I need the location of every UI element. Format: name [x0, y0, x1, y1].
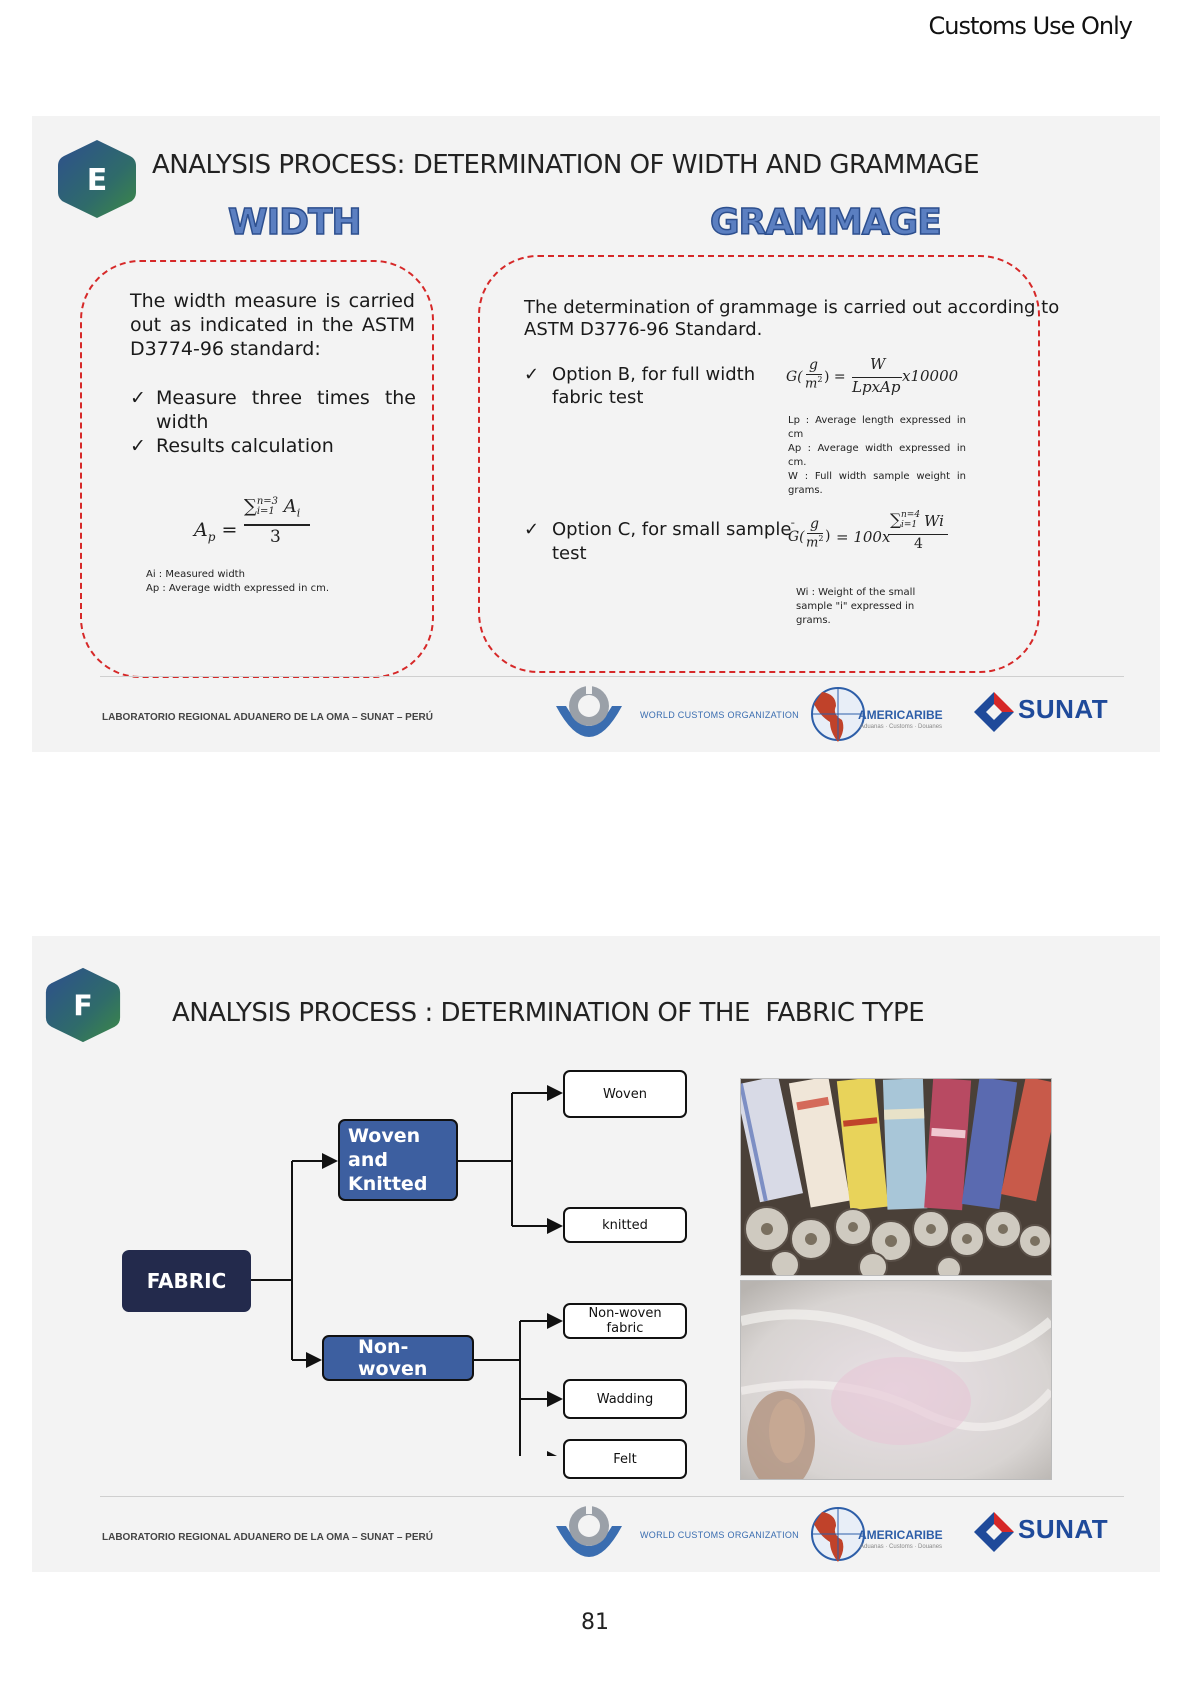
width-legend-ap: Ap : Average width expressed in cm.	[146, 583, 329, 594]
grammage-heading: GRAMMAGE	[709, 201, 942, 244]
legend-lp: Lp : Average length expressed in cm Ap :…	[788, 415, 966, 496]
customs-use-only-note: Customs Use Only	[928, 12, 1133, 40]
legend-wi: Wi : Weight of the small sample "i" expr…	[796, 587, 916, 626]
sunat-logo-icon	[974, 692, 1014, 732]
americaribe-subtitle: Aduanas · Customs · Douanes	[860, 724, 943, 730]
americaribe-globe-icon	[802, 1504, 868, 1566]
section-badge-f: F	[44, 966, 122, 1044]
section-badge-e: E	[56, 138, 138, 220]
grammage-intro-line2: ASTM D3776-96 Standard.	[524, 319, 763, 340]
tree-connectors	[251, 1085, 563, 1456]
footer-divider	[100, 1496, 1124, 1497]
node-woven: Woven	[563, 1070, 687, 1118]
slide-width-grammage: E ANALYSIS PROCESS: DETERMINATION OF WID…	[32, 116, 1160, 752]
wco-name: WORLD CUSTOMS ORGANIZATION	[640, 1530, 799, 1540]
wco-name: WORLD CUSTOMS ORGANIZATION	[640, 710, 799, 720]
option-b-line1: Option B, for full width	[552, 364, 756, 385]
node-non-woven: Non-woven	[322, 1335, 474, 1381]
width-box	[80, 260, 434, 678]
check-icon: ✓	[524, 364, 540, 385]
sunat-wordmark: SUNAT	[1018, 1514, 1109, 1544]
width-legend-ai: Ai : Measured width	[146, 569, 245, 580]
width-bullet1-line1: Measure three times the	[156, 387, 416, 409]
node-fabric: FABRIC	[122, 1250, 251, 1312]
node-wadding: Wadding	[563, 1379, 687, 1419]
width-heading: WIDTH	[227, 201, 362, 244]
fraction-bar	[244, 524, 310, 526]
fabric-rolls-photo	[740, 1078, 1052, 1276]
check-icon: ✓	[130, 387, 146, 409]
footer-divider	[100, 676, 1124, 677]
footer-lab-name: LABORATORIO REGIONAL ADUANERO DE LA OMA …	[102, 712, 433, 723]
width-intro-line1: The width measure is carried	[130, 290, 415, 312]
americaribe-name: AMERICARIBE	[858, 708, 943, 722]
formula-option-b: G( g m2 ) = W LpxAp x10000	[786, 355, 959, 396]
slide-fabric-type: F ANALYSIS PROCESS : DETERMINATION OF TH…	[32, 936, 1160, 1572]
formula-ap-denominator: 3	[270, 527, 281, 547]
americaribe-subtitle: Aduanas · Customs · Douanes	[860, 1544, 943, 1550]
check-icon: ✓	[130, 435, 146, 457]
sunat-wordmark: SUNAT	[1018, 694, 1109, 724]
sunat-logo-icon	[974, 1512, 1014, 1552]
formula-ap-lhs: Ap =	[194, 519, 238, 544]
width-intro-line3: D3774-96 standard:	[130, 338, 321, 360]
slide-title: ANALYSIS PROCESS: DETERMINATION OF WIDTH…	[152, 150, 980, 180]
wco-logo-icon	[552, 684, 626, 752]
americaribe-globe-icon	[802, 684, 868, 746]
node-felt: Felt	[563, 1439, 687, 1479]
grammage-box	[478, 255, 1040, 673]
node-knitted: knitted	[563, 1207, 687, 1243]
badge-letter: F	[73, 989, 92, 1022]
option-c-line2: test	[552, 543, 587, 564]
option-b-line2: fabric test	[552, 387, 644, 408]
width-bullet1-line2: width	[156, 411, 209, 433]
footer-lab-name: LABORATORIO REGIONAL ADUANERO DE LA OMA …	[102, 1532, 433, 1543]
wco-logo-icon	[552, 1504, 626, 1572]
option-c-line1: Option C, for small sample	[552, 519, 792, 540]
badge-letter: E	[87, 163, 108, 198]
non-woven-photo	[740, 1280, 1052, 1480]
width-intro-line2: out as indicated in the ASTM	[130, 314, 415, 336]
node-nonwoven-fabric: Non-woven fabric	[563, 1303, 687, 1339]
slide-title: ANALYSIS PROCESS : DETERMINATION OF THE …	[172, 998, 925, 1028]
width-bullet2: Results calculation	[156, 435, 334, 457]
node-woven-knitted: Woven and Knitted	[338, 1119, 458, 1201]
americaribe-name: AMERICARIBE	[858, 1528, 943, 1542]
page-number: 81	[581, 1610, 609, 1635]
grammage-intro-line1: The determination of grammage is carried…	[524, 297, 1060, 318]
check-icon: ✓	[524, 519, 540, 540]
